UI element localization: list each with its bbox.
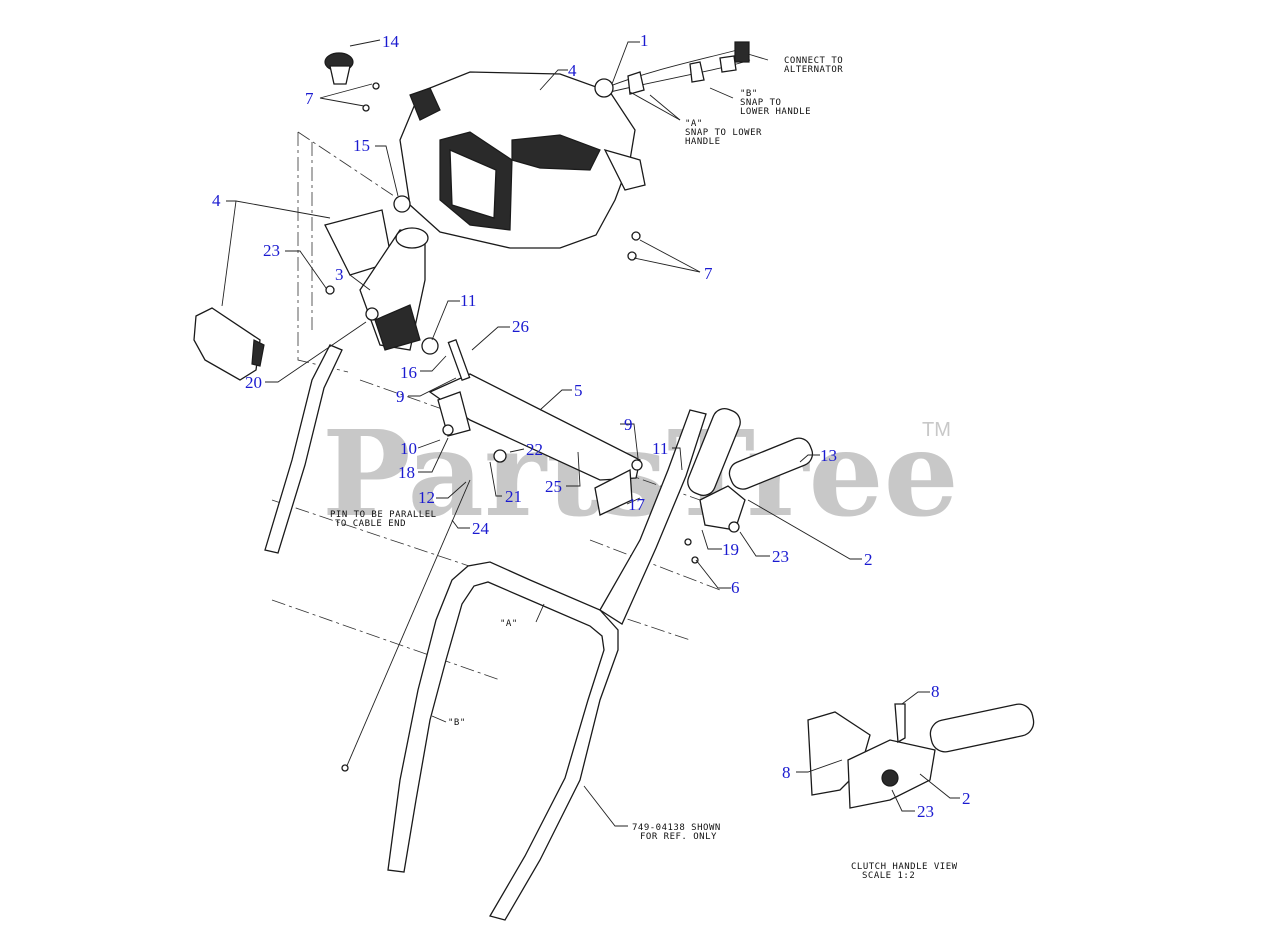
callout-numbers: 1 2 2 3 4 4 5 6 7 7 8 8 9 9 10 11 11 12 … (212, 31, 971, 821)
callout-12: 12 (418, 488, 435, 507)
callout-1: 1 (640, 31, 649, 50)
note-alternator-1: CONNECT TO (784, 56, 843, 66)
callout-10: 10 (400, 439, 417, 458)
callout-11-left: 11 (460, 291, 476, 310)
note-alternator-2: ALTERNATOR (784, 65, 843, 75)
callout-6: 6 (731, 578, 740, 597)
callout-5: 5 (574, 381, 583, 400)
note-shown-ref-1: 749-04138 SHOWN (632, 823, 721, 833)
callout-21: 21 (505, 487, 522, 506)
shift-cable (345, 479, 471, 769)
callout-23-left: 23 (263, 241, 280, 260)
callout-23-right: 23 (772, 547, 789, 566)
callout-15: 15 (353, 136, 370, 155)
clutch-handle-inset (807, 703, 1035, 809)
clutch-grip-assembly (699, 437, 814, 533)
callout-3: 3 (335, 265, 344, 284)
headlight (193, 307, 265, 381)
callout-19: 19 (722, 540, 739, 559)
callout-4-headlight: 4 (212, 191, 221, 210)
note-clutch-view-1: CLUTCH HANDLE VIEW (851, 862, 958, 872)
note-snap-a-1: "A" (685, 119, 703, 129)
callout-9-left: 9 (396, 387, 405, 406)
callout-2-inset: 2 (962, 789, 971, 808)
hardware (325, 82, 699, 564)
callout-7-right: 7 (704, 264, 713, 283)
note-pin-1: PIN TO BE PARALLEL (330, 510, 437, 520)
note-ref-a: "A" (500, 619, 518, 629)
cable-end (341, 764, 349, 772)
callout-14: 14 (382, 32, 400, 51)
callout-4-panel: 4 (568, 61, 577, 80)
note-pin-2: TO CABLE END (335, 519, 406, 529)
trademark-symbol: TM (922, 419, 951, 441)
note-snap-b-1: "B" (740, 89, 758, 99)
callout-23-inset: 23 (917, 802, 934, 821)
note-shown-ref-2: FOR REF. ONLY (640, 832, 717, 842)
note-snap-a-3: HANDLE (685, 137, 721, 147)
callout-25: 25 (545, 477, 562, 496)
callout-9-right: 9 (624, 415, 633, 434)
annotation-notes: CONNECT TO ALTERNATOR "B" SNAP TO LOWER … (330, 56, 958, 881)
watermark: PartsTree TM (322, 404, 959, 543)
lower-handle-assembly (264, 344, 741, 921)
watermark-text: PartsTree (322, 404, 959, 543)
callout-18: 18 (398, 463, 415, 482)
callout-20: 20 (245, 373, 262, 392)
callout-11-right: 11 (652, 439, 668, 458)
note-ref-b: "B" (448, 718, 466, 728)
callout-24: 24 (472, 519, 490, 538)
callout-7-top: 7 (305, 89, 314, 108)
note-snap-a-2: SNAP TO LOWER (685, 128, 762, 138)
callout-8-top: 8 (931, 682, 940, 701)
callout-26: 26 (512, 317, 529, 336)
leader-lines (221, 39, 960, 827)
note-snap-b-3: LOWER HANDLE (740, 107, 811, 117)
callout-17: 17 (628, 495, 646, 514)
shift-lever-assembly (324, 52, 429, 351)
callout-2: 2 (864, 550, 873, 569)
wiring-harness (594, 41, 751, 98)
callout-13: 13 (820, 446, 837, 465)
note-clutch-view-2: SCALE 1:2 (862, 871, 915, 881)
callout-22: 22 (526, 440, 543, 459)
callout-16: 16 (400, 363, 417, 382)
dash-panel (399, 71, 646, 249)
callout-8-left: 8 (782, 763, 791, 782)
note-snap-b-2: SNAP TO (740, 98, 781, 108)
